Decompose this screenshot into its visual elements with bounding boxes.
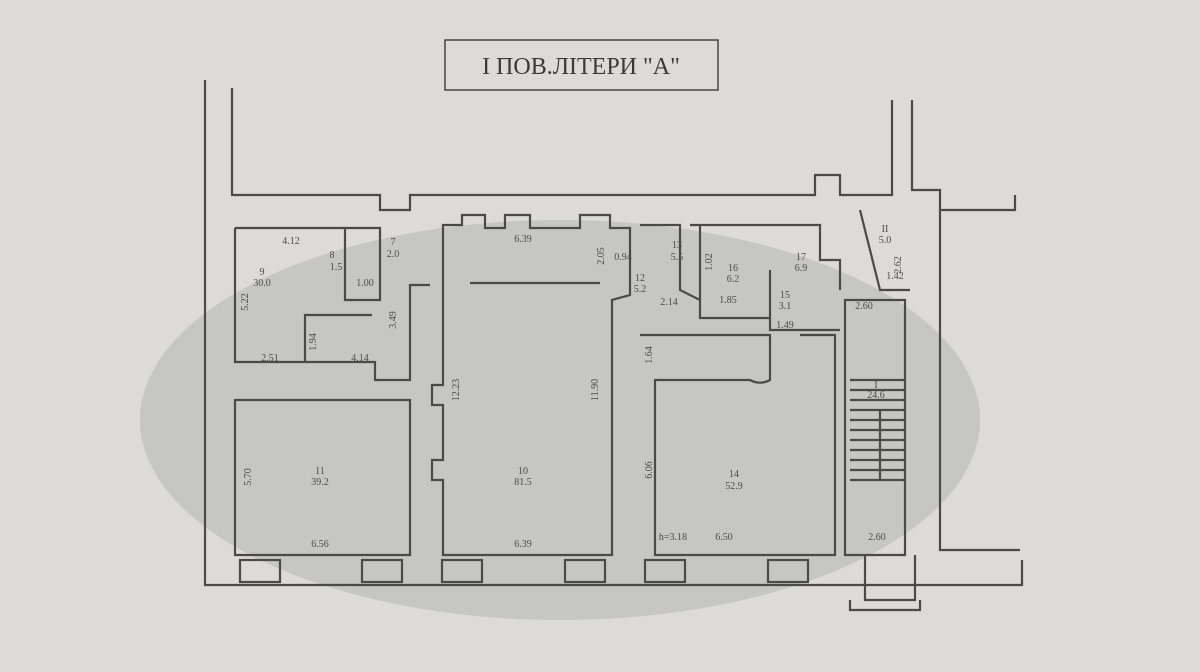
svg-text:2.60: 2.60 [868, 532, 886, 543]
svg-text:8: 8 [330, 250, 335, 261]
svg-text:6.39: 6.39 [514, 234, 532, 245]
svg-text:12: 12 [635, 273, 645, 284]
svg-text:24.6: 24.6 [867, 390, 885, 401]
svg-text:6.56: 6.56 [311, 539, 329, 550]
svg-text:5.5: 5.5 [671, 252, 684, 263]
svg-text:13: 13 [672, 240, 682, 251]
walls [203, 80, 1024, 612]
svg-text:1.64: 1.64 [644, 346, 655, 364]
svg-text:1.85: 1.85 [719, 295, 737, 306]
svg-text:6.9: 6.9 [795, 263, 808, 274]
svg-text:14: 14 [729, 469, 739, 480]
svg-text:1.94: 1.94 [308, 333, 319, 351]
svg-text:11.90: 11.90 [590, 379, 601, 401]
svg-text:12.23: 12.23 [451, 379, 462, 402]
svg-text:6.39: 6.39 [514, 539, 532, 550]
svg-text:2.60: 2.60 [855, 301, 873, 312]
svg-text:3.49: 3.49 [388, 311, 399, 329]
svg-text:15: 15 [780, 290, 790, 301]
svg-text:16: 16 [728, 263, 738, 274]
svg-text:30.0: 30.0 [253, 278, 271, 289]
svg-text:I: I [874, 380, 877, 391]
svg-text:6.2: 6.2 [727, 274, 740, 285]
svg-text:81.5: 81.5 [514, 477, 532, 488]
dimension-labels: 4.12 5.22 2.51 1.94 4.14 3.49 1.00 6.39 … [240, 234, 904, 550]
svg-text:3.1: 3.1 [779, 301, 792, 312]
svg-text:2.05: 2.05 [596, 247, 607, 265]
svg-text:h=3.18: h=3.18 [659, 532, 687, 543]
svg-text:39.2: 39.2 [311, 477, 329, 488]
svg-text:5.22: 5.22 [240, 293, 251, 311]
svg-text:1.5: 1.5 [330, 262, 343, 273]
svg-text:1.00: 1.00 [356, 278, 374, 289]
svg-text:4.14: 4.14 [351, 353, 369, 364]
svg-text:II: II [882, 224, 889, 235]
svg-text:5.2: 5.2 [634, 284, 647, 295]
svg-text:1.49: 1.49 [776, 320, 794, 331]
svg-text:6.50: 6.50 [715, 532, 733, 543]
svg-text:1.02: 1.02 [704, 253, 715, 271]
plan-title: І ПОВ.ЛІТЕРИ "А" [482, 54, 680, 80]
svg-text:11: 11 [315, 466, 325, 477]
svg-text:52.9: 52.9 [725, 481, 743, 492]
svg-text:4.12: 4.12 [282, 236, 300, 247]
svg-text:9: 9 [260, 267, 265, 278]
svg-text:2.0: 2.0 [387, 249, 400, 260]
svg-text:2.62: 2.62 [893, 256, 904, 274]
svg-text:7: 7 [391, 237, 396, 248]
svg-text:2.51: 2.51 [261, 353, 279, 364]
svg-text:6.06: 6.06 [644, 461, 655, 479]
windows [238, 558, 810, 584]
svg-text:10: 10 [518, 466, 528, 477]
svg-text:2.14: 2.14 [660, 297, 678, 308]
svg-text:17: 17 [796, 252, 806, 263]
title-box [444, 39, 719, 91]
svg-text:5.70: 5.70 [243, 468, 254, 486]
svg-text:1.42: 1.42 [886, 271, 904, 282]
svg-text:0.94: 0.94 [614, 252, 632, 263]
svg-text:5.0: 5.0 [879, 235, 892, 246]
